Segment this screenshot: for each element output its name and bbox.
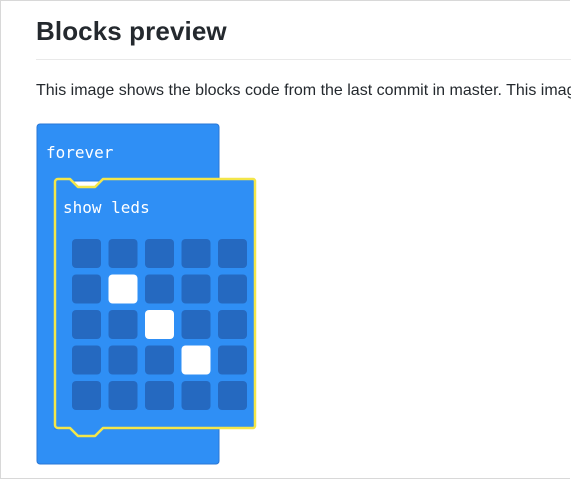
led-off[interactable] (181, 310, 211, 339)
led-off[interactable] (181, 239, 211, 268)
description-text: This image shows the blocks code from th… (36, 82, 571, 99)
title-divider (36, 59, 571, 60)
led-off[interactable] (181, 274, 211, 304)
led-off[interactable] (145, 274, 174, 304)
show-leds-block-label: show leds (63, 198, 150, 217)
led-off[interactable] (145, 345, 174, 375)
led-off[interactable] (108, 345, 138, 375)
led-off[interactable] (218, 345, 247, 375)
forever-block (36, 123, 220, 465)
page-title: Blocks preview (36, 16, 227, 46)
led-off[interactable] (72, 274, 101, 304)
led-off[interactable] (108, 381, 138, 410)
led-off[interactable] (218, 381, 247, 410)
led-off[interactable] (218, 274, 247, 304)
led-on[interactable] (145, 310, 174, 339)
led-off[interactable] (218, 310, 247, 339)
led-on[interactable] (108, 274, 138, 304)
led-off[interactable] (108, 239, 138, 268)
led-on[interactable] (181, 345, 211, 375)
led-off[interactable] (72, 239, 101, 268)
forever-block-label: forever (46, 143, 114, 162)
led-off[interactable] (72, 381, 101, 410)
led-off[interactable] (72, 345, 101, 375)
led-off[interactable] (145, 381, 174, 410)
led-off[interactable] (145, 239, 174, 268)
led-off[interactable] (108, 310, 138, 339)
led-off[interactable] (181, 381, 211, 410)
led-off[interactable] (72, 310, 101, 339)
led-grid (72, 239, 247, 410)
led-off[interactable] (218, 239, 247, 268)
